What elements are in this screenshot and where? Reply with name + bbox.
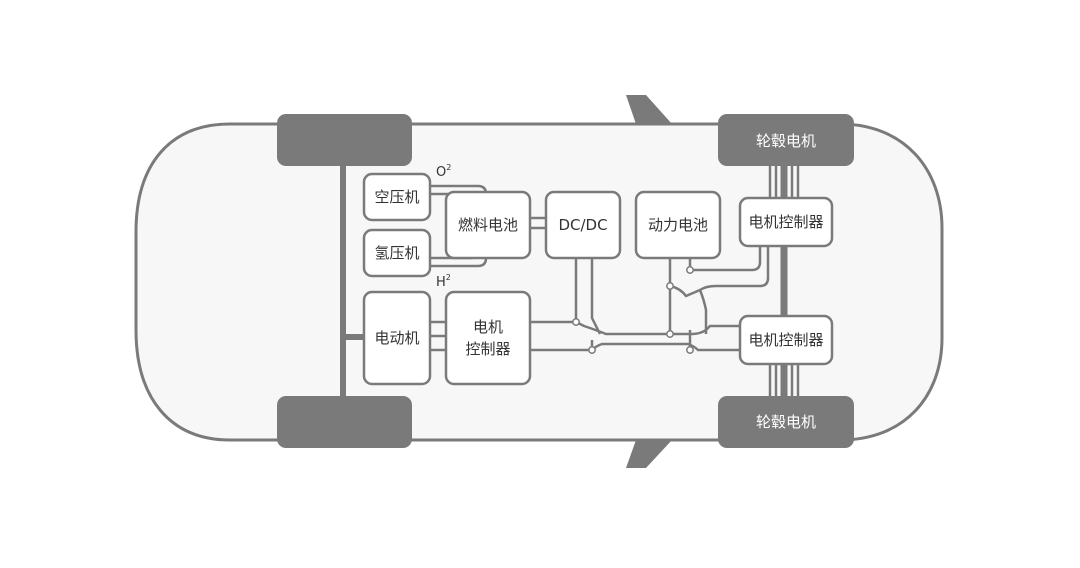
left-axle	[340, 166, 346, 396]
motor-controller-bottom-right-label: 电机控制器	[748, 331, 823, 349]
motor-controller-top-right-box	[738, 196, 834, 248]
air-compressor-label: 空压机	[374, 188, 419, 206]
axle-to-motor	[346, 334, 364, 340]
hub-motor-top	[718, 114, 854, 166]
fuel-cell-box	[444, 190, 532, 260]
power-battery-label: 动力电池	[648, 216, 708, 234]
wheel-front-left	[277, 114, 412, 166]
motor-box	[362, 290, 432, 386]
dcdc-label: DC/DC	[558, 216, 607, 234]
air-compressor-box	[362, 172, 432, 222]
motor-controller-bottom-right-box	[738, 314, 834, 366]
wheel-rear-left	[277, 396, 412, 448]
hub-motor-bottom	[718, 396, 854, 448]
mirror-bottom	[626, 440, 672, 468]
motor-controller-left-box	[444, 290, 532, 386]
oxygen-base: O	[436, 165, 446, 180]
car-body	[134, 122, 944, 442]
hub-motor-bottom-label: 轮毂电机	[756, 413, 816, 431]
hub-motor-top-label: 轮毂电机	[756, 132, 816, 150]
junction-dots	[572, 266, 694, 354]
motor-label: 电动机	[374, 329, 419, 347]
hydrogen-label: H2	[436, 273, 451, 290]
motor-controller-left-label-line1: 电机	[473, 318, 503, 336]
motor-controller-link	[430, 320, 446, 352]
fuel-cell-label: 燃料电池	[458, 216, 518, 234]
motor-controller-top-right-label: 电机控制器	[748, 213, 823, 231]
motor-controller-left-label-line2: 控制器	[465, 340, 510, 358]
hydrogen-sup: 2	[446, 273, 451, 282]
mirror-top	[626, 95, 672, 124]
hydrogen-base: H	[436, 275, 446, 290]
power-battery-box	[634, 190, 722, 260]
hydrogen-compressor-box	[362, 228, 432, 278]
oxygen-sup: 2	[446, 163, 451, 172]
dcdc-box	[544, 190, 622, 260]
hydrogen-compressor-label: 氢压机	[374, 244, 419, 262]
oxygen-label: O2	[436, 163, 451, 180]
fuelcell-dcdc-link	[530, 216, 546, 230]
